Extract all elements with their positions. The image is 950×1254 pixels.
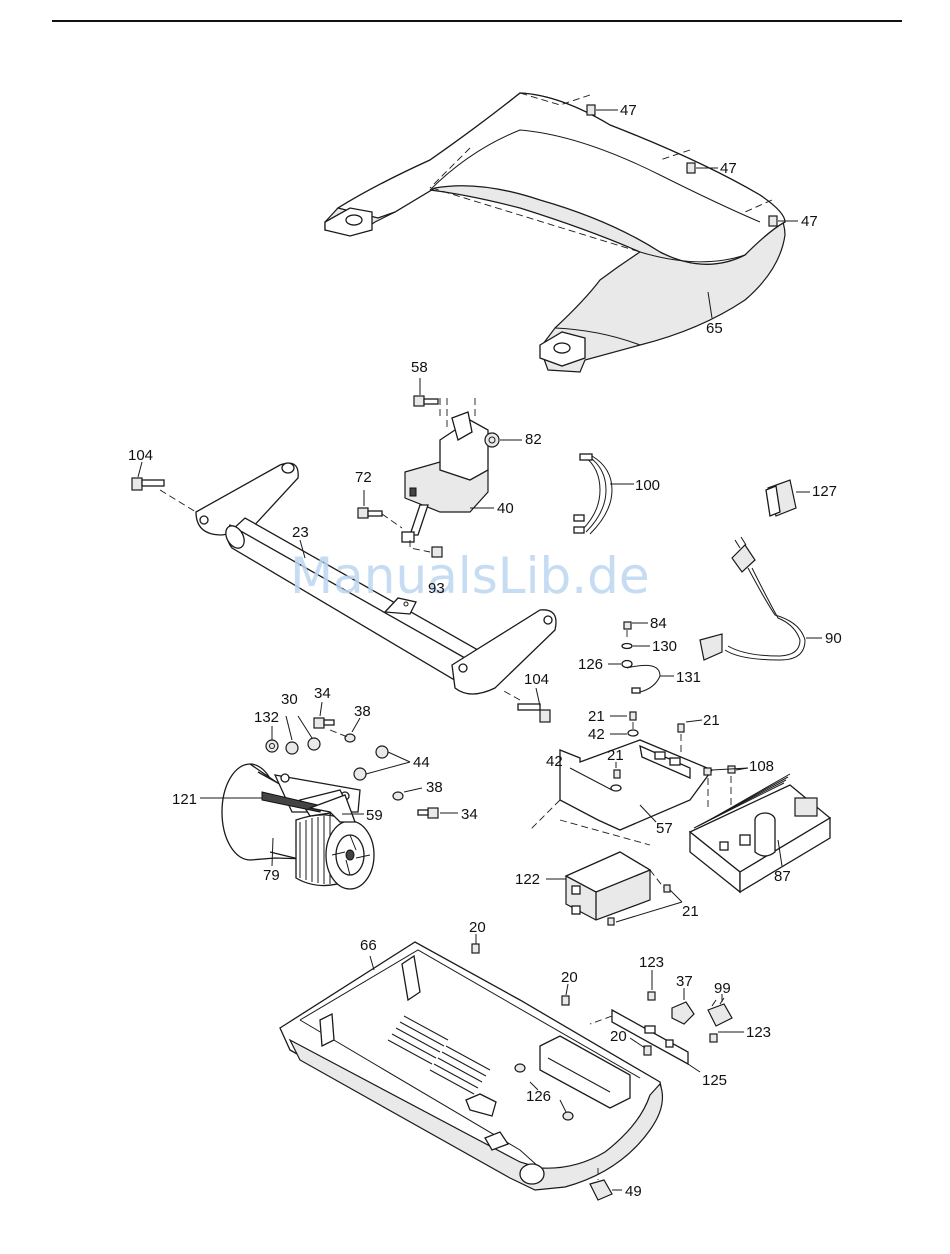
part-box-122 <box>546 852 682 925</box>
label-82: 82 <box>525 431 542 448</box>
label-40: 40 <box>497 500 514 517</box>
label-93: 93 <box>428 580 445 597</box>
label-58: 58 <box>411 359 428 376</box>
label-104: 104 <box>524 671 549 688</box>
part-power-cord-90 <box>700 537 822 660</box>
label-131: 131 <box>676 669 701 686</box>
label-34: 34 <box>314 685 331 702</box>
label-21: 21 <box>703 712 720 729</box>
part-wire-100 <box>574 454 634 534</box>
label-20: 20 <box>610 1028 627 1045</box>
label-42: 42 <box>588 726 605 743</box>
watermark: ManualsLib.de <box>290 547 650 605</box>
label-72: 72 <box>355 469 372 486</box>
label-108: 108 <box>749 758 774 775</box>
label-47: 47 <box>620 102 637 119</box>
label-126: 126 <box>578 656 603 673</box>
label-38: 38 <box>426 779 443 796</box>
label-104: 104 <box>128 447 153 464</box>
label-132: 132 <box>254 709 279 726</box>
part-switch-37 <box>672 988 694 1024</box>
label-21: 21 <box>588 708 605 725</box>
label-49: 49 <box>625 1183 642 1200</box>
label-99: 99 <box>714 980 731 997</box>
label-30: 30 <box>281 691 298 708</box>
label-65: 65 <box>706 320 723 337</box>
part-bolt-72 <box>358 490 402 528</box>
label-42: 42 <box>546 753 563 770</box>
label-90: 90 <box>825 630 842 647</box>
part-nut-82 <box>485 433 522 447</box>
label-122: 122 <box>515 871 540 888</box>
label-21: 21 <box>607 747 624 764</box>
label-38: 38 <box>354 703 371 720</box>
label-23: 23 <box>292 524 309 541</box>
label-66: 66 <box>360 937 377 954</box>
label-37: 37 <box>676 973 693 990</box>
part-ground-wire <box>608 622 674 693</box>
label-126: 126 <box>526 1088 551 1105</box>
label-47: 47 <box>801 213 818 230</box>
part-lift-motor <box>402 398 488 552</box>
label-123: 123 <box>639 954 664 971</box>
label-130: 130 <box>652 638 677 655</box>
label-20: 20 <box>469 919 486 936</box>
label-127: 127 <box>812 483 837 500</box>
label-34: 34 <box>461 806 478 823</box>
label-125: 125 <box>702 1072 727 1089</box>
label-21: 21 <box>682 903 699 920</box>
label-87: 87 <box>774 868 791 885</box>
part-controller-87 <box>690 766 830 892</box>
label-121: 121 <box>172 791 197 808</box>
part-drive-motor-79 <box>222 764 374 889</box>
label-100: 100 <box>635 477 660 494</box>
label-123: 123 <box>746 1024 771 1041</box>
label-20: 20 <box>561 969 578 986</box>
label-79: 79 <box>263 867 280 884</box>
part-connector-99 <box>708 994 732 1026</box>
part-base-pan-66 <box>280 934 662 1190</box>
label-47: 47 <box>720 160 737 177</box>
part-bolt-58 <box>414 378 438 406</box>
label-59: 59 <box>366 807 383 824</box>
label-84: 84 <box>650 615 667 632</box>
label-44: 44 <box>413 754 430 771</box>
label-57: 57 <box>656 820 673 837</box>
part-switch-127 <box>766 480 810 516</box>
